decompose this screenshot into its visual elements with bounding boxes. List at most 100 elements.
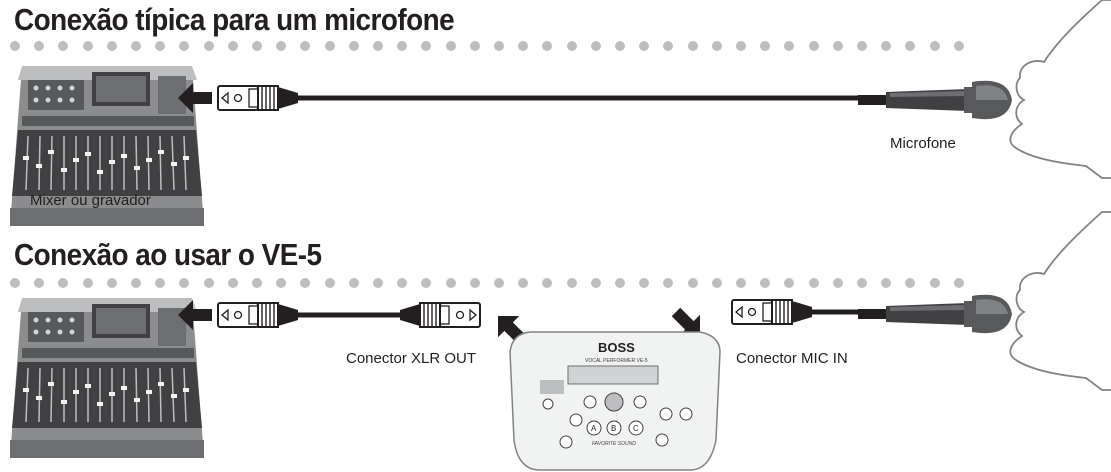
divider-dot: [736, 41, 746, 51]
divider-dot: [324, 278, 335, 288]
divider-dot: [784, 278, 795, 288]
divider-dot: [590, 41, 601, 51]
section-title-typical: Conexão típica para um microfone: [14, 2, 455, 37]
divider-dot: [445, 41, 456, 51]
divider-dot: [227, 278, 238, 288]
divider-dot: [179, 278, 190, 288]
divider-dot: [34, 41, 45, 51]
device-model-label: VOCAL PERFORMER VE-5: [585, 358, 648, 364]
divider-dot: [881, 41, 892, 51]
divider-dot: [711, 278, 722, 288]
divider-dot: [155, 278, 166, 288]
divider-dot: [905, 278, 916, 288]
divider-dot: [808, 41, 819, 51]
divider-dot: [760, 41, 771, 51]
face-outline-1: [1009, 0, 1111, 179]
divider-dot: [324, 41, 335, 51]
divider-dot: [566, 41, 577, 51]
divider-dot: [131, 41, 141, 51]
divider-dot: [179, 41, 190, 51]
divider-dot: [155, 41, 166, 51]
divider-dot: [373, 41, 383, 51]
divider-dot: [276, 41, 287, 51]
section-title-ve5: Conexão ao usar o VE-5: [14, 237, 322, 272]
divider-dot: [639, 41, 650, 51]
divider-dot: [832, 278, 843, 288]
dotted-divider-2: [10, 278, 980, 288]
divider-dot: [857, 41, 867, 51]
divider-dot: [711, 41, 722, 51]
divider-dot: [397, 278, 408, 288]
divider-dot: [421, 41, 432, 51]
xlr-plug-3: [399, 302, 481, 328]
xlr-out-connector-label: Conector XLR OUT: [346, 350, 477, 367]
divider-dot: [469, 41, 480, 51]
divider-dot: [687, 278, 698, 288]
device-button-a-label: A: [591, 424, 597, 433]
device-button-a: [586, 420, 602, 436]
divider-dot: [760, 278, 771, 288]
divider-dot: [348, 278, 359, 288]
device-button-b: [606, 420, 622, 436]
xlr-plug-1: [217, 85, 299, 111]
divider-dot: [82, 41, 93, 51]
divider-dot: [373, 278, 383, 288]
microphone-image-1: [858, 80, 1012, 120]
divider-dot: [82, 278, 93, 288]
divider-dot: [953, 278, 964, 288]
divider-dot: [34, 278, 45, 288]
face-outline-2: [1009, 211, 1111, 391]
divider-dot: [58, 278, 69, 288]
divider-dot: [832, 41, 843, 51]
divider-dot: [639, 278, 650, 288]
divider-dot: [494, 278, 504, 288]
divider-dot: [518, 41, 529, 51]
mic-in-connector-label: Conector MIC IN: [736, 350, 848, 367]
divider-dot: [10, 278, 20, 288]
xlr-plug-4: [731, 299, 813, 325]
divider-dot: [615, 41, 625, 51]
divider-dot: [106, 278, 117, 288]
device-display: [567, 365, 659, 385]
device-favorite-label: FAVORITE SOUND: [592, 441, 636, 447]
divider-dot: [58, 41, 69, 51]
divider-dot: [203, 278, 214, 288]
divider-dot: [736, 278, 746, 288]
divider-dot: [687, 41, 698, 51]
divider-dot: [252, 278, 262, 288]
divider-dot: [252, 41, 262, 51]
divider-dot: [10, 41, 20, 51]
device-knob: [604, 392, 624, 412]
device-button-c-label: C: [633, 424, 639, 433]
boss-logo: BOSS: [598, 340, 635, 355]
divider-dot: [348, 41, 359, 51]
divider-dot: [276, 278, 287, 288]
divider-dot: [542, 278, 553, 288]
divider-dot: [518, 278, 529, 288]
divider-dot: [300, 278, 311, 288]
divider-dot: [663, 278, 674, 288]
divider-dot: [615, 278, 625, 288]
divider-dot: [106, 41, 117, 51]
dotted-divider-1: [10, 41, 980, 51]
divider-dot: [857, 278, 867, 288]
device-button-c: [628, 420, 644, 436]
divider-dot: [397, 41, 408, 51]
divider-dot: [421, 278, 432, 288]
divider-dot: [542, 41, 553, 51]
divider-dot: [203, 41, 214, 51]
mixer-recorder-image-2: [9, 297, 205, 459]
device-button-b-label: B: [611, 424, 616, 433]
divider-dot: [300, 41, 311, 51]
ve5-device: BOSS VOCAL PERFORMER VE-5 A B C FAVORITE…: [509, 331, 721, 471]
mixer-recorder-label: Mixer ou gravador: [30, 192, 151, 209]
divider-dot: [905, 41, 916, 51]
divider-dot: [227, 41, 238, 51]
divider-dot: [590, 278, 601, 288]
divider-dot: [881, 278, 892, 288]
microphone-label: Microfone: [890, 135, 956, 152]
divider-dot: [929, 278, 940, 288]
divider-dot: [494, 41, 504, 51]
divider-dot: [469, 278, 480, 288]
